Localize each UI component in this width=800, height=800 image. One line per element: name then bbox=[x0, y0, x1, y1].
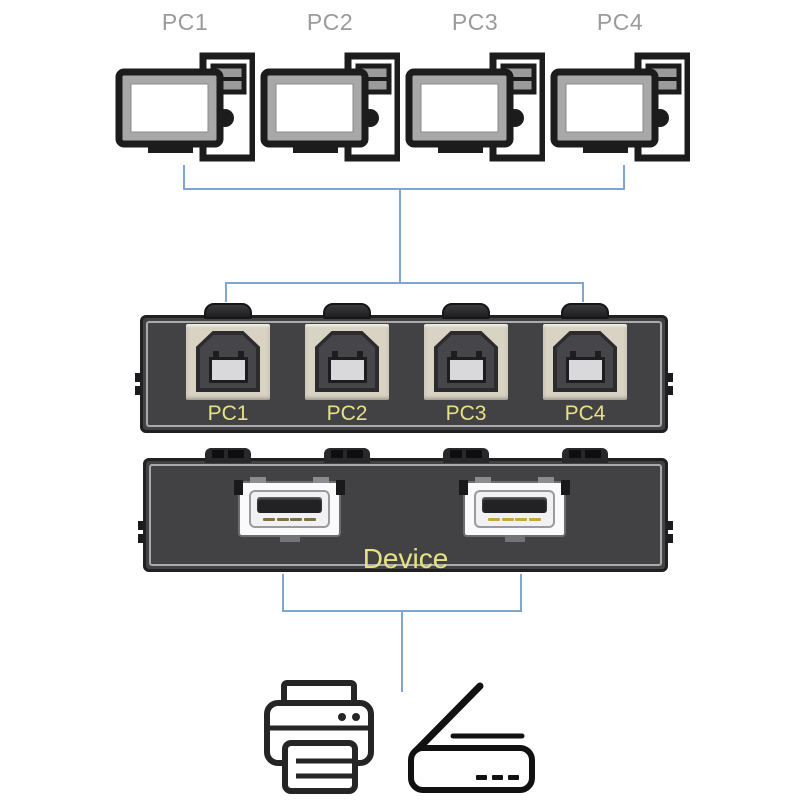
usb-a-pins bbox=[263, 518, 316, 521]
port-clip bbox=[475, 477, 491, 483]
computer-icon-pc3 bbox=[405, 50, 545, 165]
side-tab bbox=[135, 373, 140, 382]
computer-label-pc1: PC1 bbox=[161, 9, 209, 35]
connector-line-switch-bracket bbox=[225, 282, 584, 284]
scanner-icon bbox=[408, 682, 535, 793]
usb-a-slot bbox=[257, 497, 322, 513]
connector-line-pc1-stub bbox=[183, 165, 185, 189]
usb-b-tongue bbox=[209, 351, 248, 383]
side-tab bbox=[138, 534, 143, 543]
connector-line-lower-trunk bbox=[401, 612, 403, 692]
port-label-pc2: PC2 bbox=[326, 402, 368, 425]
connector-line-upper-bracket bbox=[183, 188, 625, 190]
side-tab bbox=[135, 386, 140, 395]
usb-b-plug-rear-icon bbox=[562, 448, 608, 463]
usb-b-socket-top-icon bbox=[323, 303, 371, 319]
side-tab bbox=[668, 521, 673, 530]
usb-a-inner bbox=[249, 490, 330, 528]
usb-a-port-icon-left bbox=[234, 477, 345, 542]
port-clip bbox=[280, 535, 300, 542]
port-clip bbox=[538, 477, 554, 483]
usb-b-socket-top-icon bbox=[442, 303, 490, 319]
usb-b-port-icon-pc3 bbox=[424, 324, 508, 400]
port-clip bbox=[250, 477, 266, 483]
connector-line-pc4-stub bbox=[623, 165, 625, 189]
usb-switch-top-panel: PC1 PC2 PC3 PC4 bbox=[135, 303, 673, 433]
connector-line-upper-trunk bbox=[399, 190, 401, 283]
side-tab bbox=[668, 373, 673, 382]
usb-b-plug-rear-icon bbox=[205, 448, 251, 463]
usb-b-plug-rear-icon bbox=[443, 448, 489, 463]
usb-b-socket-top-icon bbox=[204, 303, 252, 319]
connector-line-deviceport-left-stub bbox=[282, 574, 284, 612]
usb-b-tongue bbox=[566, 351, 605, 383]
usb-a-pins bbox=[488, 518, 541, 521]
usb-b-port-icon-pc4 bbox=[543, 324, 627, 400]
usb-switch-front-panel: Device bbox=[138, 448, 673, 574]
device-panel-label: Device bbox=[362, 543, 449, 574]
side-tab bbox=[668, 534, 673, 543]
computer-icon-pc1 bbox=[115, 50, 255, 165]
usb-a-slot bbox=[482, 497, 547, 513]
connector-line-port1-stub bbox=[225, 284, 227, 302]
port-clip bbox=[313, 477, 329, 483]
usb-b-plug-rear-icon bbox=[324, 448, 370, 463]
computer-label-pc4: PC4 bbox=[596, 9, 644, 35]
port-label-pc4: PC4 bbox=[564, 402, 606, 425]
computer-icon-pc4 bbox=[550, 50, 690, 165]
usb-b-socket-top-icon bbox=[561, 303, 609, 319]
printer-icon bbox=[264, 680, 374, 794]
usb-a-port-icon-right bbox=[459, 477, 570, 542]
port-label-pc3: PC3 bbox=[445, 402, 487, 425]
connector-line-lower-bracket bbox=[282, 610, 522, 612]
side-tab bbox=[138, 521, 143, 530]
port-label-pc1: PC1 bbox=[207, 402, 249, 425]
usb-b-tongue bbox=[328, 351, 367, 383]
port-clip bbox=[505, 535, 525, 542]
computer-label-pc3: PC3 bbox=[451, 9, 499, 35]
computer-label-pc2: PC2 bbox=[306, 9, 354, 35]
connector-line-deviceport-right-stub bbox=[520, 574, 522, 612]
connector-line-port4-stub bbox=[582, 284, 584, 302]
usb-a-inner bbox=[474, 490, 555, 528]
side-tab bbox=[668, 386, 673, 395]
usb-b-port-icon-pc1 bbox=[186, 324, 270, 400]
usb-b-port-icon-pc2 bbox=[305, 324, 389, 400]
computer-icon-pc2 bbox=[260, 50, 400, 165]
usb-b-tongue bbox=[447, 351, 486, 383]
